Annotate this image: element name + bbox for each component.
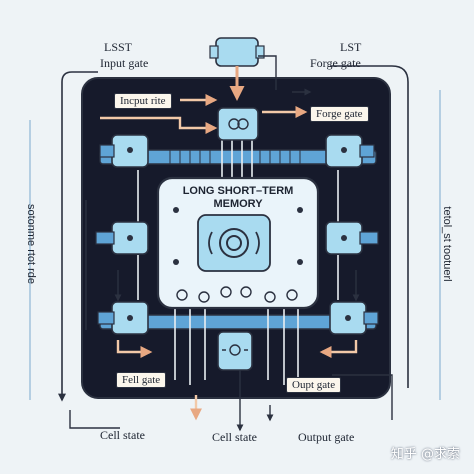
gate-nodes xyxy=(95,107,379,371)
label-top-right-line2: Forge gate xyxy=(310,56,361,70)
label-bottom-cell-left: Cell state xyxy=(100,428,145,442)
gate-node-input-inner xyxy=(217,107,259,141)
center-title-line2: MEMORY xyxy=(213,198,263,210)
gate-node-right-top xyxy=(325,134,375,168)
label-top-right-line1: LST xyxy=(340,40,362,54)
label-inner-forge: Forge gate xyxy=(310,106,369,122)
connector-lines xyxy=(137,140,339,385)
gate-node-left-mid xyxy=(95,221,149,255)
gate-node-left-bottom xyxy=(97,301,149,335)
label-bottom-output: Output gate xyxy=(298,430,355,444)
label-right-vertical: tetol_st tootuerl xyxy=(441,206,453,282)
top-input-node xyxy=(209,37,277,101)
label-top-left-line2: Input gate xyxy=(100,56,149,70)
label-inner-input: Incput rite xyxy=(114,93,172,109)
label-bottom-cell-mid: Cell state xyxy=(212,430,257,444)
label-fell-gate: Fell gate xyxy=(116,372,167,388)
outer-arrows xyxy=(29,65,441,402)
watermark: 知乎 @求索 xyxy=(390,447,460,462)
gate-node-output-bottom xyxy=(217,331,253,371)
top-rail xyxy=(99,149,377,165)
gate-node-left-top xyxy=(99,134,149,168)
label-top-left-line1: LSST xyxy=(104,40,133,54)
gate-node-right-mid xyxy=(325,221,379,255)
gate-node-right-bottom xyxy=(329,301,379,335)
center-title-line1: LONG SHORT–TERM xyxy=(182,185,294,197)
label-left-vertical: sotonme rtot rde xyxy=(25,203,37,285)
memory-cell-block xyxy=(156,176,320,310)
dark-arrows xyxy=(69,88,393,432)
label-oupt-gate: Oupt gate xyxy=(286,377,342,393)
